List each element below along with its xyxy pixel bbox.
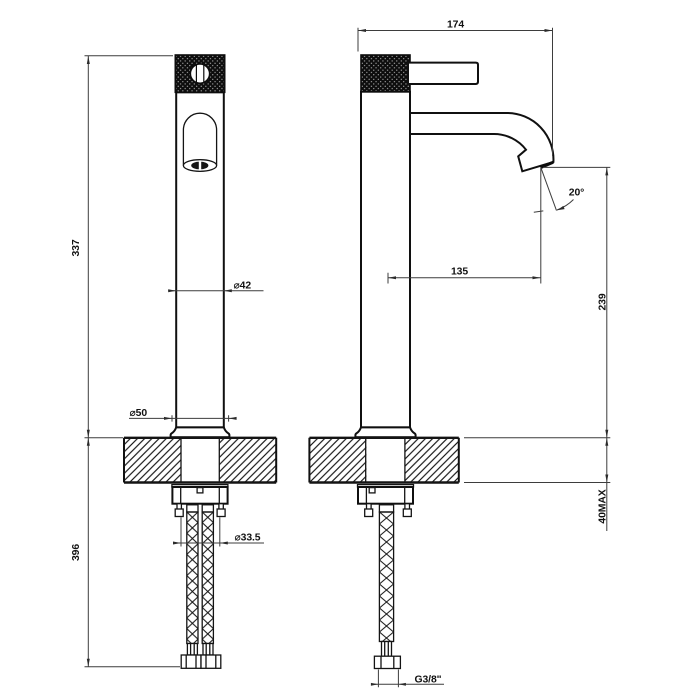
front-knob-screw (189, 63, 211, 85)
side-deck-hatch-left (309, 437, 367, 483)
front-hose-left-braid (186, 511, 199, 645)
dim-length-below-deck: 396 (71, 437, 180, 668)
side-stud-nut-left (364, 508, 374, 518)
dim-supply-thread: G3/8" (370, 669, 444, 688)
front-deck-edges (123, 437, 278, 483)
front-hose-left-crimp (186, 504, 199, 513)
side-deck-hatch-right (404, 437, 459, 483)
front-deck-hole-edges (180, 437, 220, 483)
front-stud-nut-left (174, 508, 184, 518)
dim-label-body-diameter: ⌀42 (234, 281, 252, 292)
dim-label-height-above-deck: 337 (71, 239, 82, 256)
side-hose-crimp (378, 504, 395, 513)
side-deck-edges (308, 437, 460, 483)
front-hose-right-collar (202, 642, 214, 656)
dim-body-diameter: ⌀42 (168, 281, 264, 293)
front-knob (174, 54, 226, 94)
dim-label-base-diameter: ⌀50 (130, 408, 148, 419)
side-knob-knurling (360, 54, 411, 93)
front-view (123, 54, 278, 669)
side-view (308, 54, 555, 670)
front-deck-hatch-right (219, 437, 277, 483)
front-stud-nut-right (216, 508, 226, 518)
dim-outlet-angle: 20° (533, 167, 584, 213)
side-stud-nut-right (402, 508, 412, 518)
dim-base-diameter: ⌀50 (129, 408, 237, 422)
front-deck-section (123, 436, 278, 484)
front-faucet-body (175, 91, 225, 429)
side-shank-lines (365, 487, 406, 504)
side-knob-handle (360, 54, 479, 93)
side-fixing-kit (356, 483, 415, 518)
front-hoses (180, 504, 222, 669)
dim-label-deck-thickness: 40MAX (598, 489, 609, 523)
front-hose-right-crimp (201, 504, 215, 513)
front-deck-hatch-left (124, 437, 181, 483)
front-hose-left-collar (186, 642, 199, 656)
front-hose-left-nut (180, 654, 202, 669)
front-aerator-slot (198, 160, 202, 171)
side-spout (409, 112, 555, 173)
side-deck-hole-edges (365, 437, 406, 483)
side-hose-collar (380, 640, 393, 657)
front-set-screw (196, 486, 204, 494)
front-hose-right-braid (201, 511, 215, 645)
side-deck-section (308, 436, 460, 484)
side-collar-facets (384, 641, 389, 657)
front-hose-right-nut (200, 654, 222, 669)
front-shank-lines (180, 487, 220, 504)
side-hose (373, 504, 402, 670)
front-nut-facets (185, 655, 217, 669)
side-handle-lever (407, 61, 479, 85)
dim-label-hole-diameter: ⌀33.5 (235, 533, 261, 544)
side-hose-braid (378, 511, 395, 643)
dim-label-outlet-to-deck: 239 (598, 293, 609, 310)
front-knob-slot (195, 64, 205, 83)
side-spout-outline (409, 112, 555, 173)
front-spout (182, 112, 218, 172)
dim-label-supply-thread: G3/8" (415, 675, 442, 686)
dim-axis-to-outlet: 135 (387, 167, 542, 284)
side-nut-facets (380, 656, 395, 669)
dim-spout-projection: 174 (357, 20, 553, 156)
dim-label-outlet-angle: 20° (569, 188, 584, 199)
front-collar-facets (189, 643, 211, 655)
dimension-annotations: 174 337 396 ⌀42 ⌀50 (71, 20, 611, 688)
dim-deck-thickness: 40MAX (464, 437, 611, 531)
front-spout-outline (182, 112, 218, 166)
dim-label-length-below-deck: 396 (71, 544, 82, 561)
side-faucet-body (360, 90, 411, 429)
side-base-flare (354, 426, 417, 439)
side-set-screw (368, 486, 376, 494)
side-aerator-edge (540, 160, 554, 169)
front-fixing-kit (171, 483, 229, 518)
front-base-flare (169, 426, 231, 439)
dim-hole-diameter: ⌀33.5 (173, 517, 264, 547)
dim-outlet-to-deck: 239 (464, 166, 611, 439)
dim-height-above-deck: 337 (71, 55, 173, 439)
side-hose-nut (373, 655, 402, 670)
dim-label-spout-projection: 174 (447, 20, 464, 31)
dim-label-axis-to-outlet: 135 (451, 267, 468, 278)
